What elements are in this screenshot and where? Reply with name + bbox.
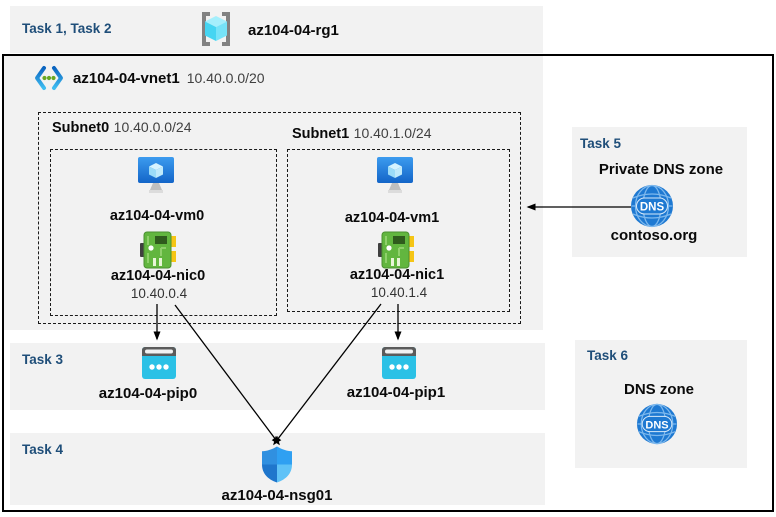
- pip1-label: az104-04-pip1: [346, 384, 446, 401]
- resource-group-strip: Task 1, Task 2 az104-04-rg1: [10, 6, 543, 53]
- vnet-cidr: 10.40.0.0/20: [186, 70, 265, 86]
- task6-box: [575, 340, 747, 468]
- nic0-label: az104-04-nic0: [110, 268, 206, 284]
- resource-group-icon: [196, 9, 236, 49]
- subnet1-name: Subnet1: [292, 126, 350, 142]
- vnet-header: az104-04-vnet1 10.40.0.0/20: [34, 62, 265, 94]
- task3-label: Task 3: [22, 352, 64, 367]
- nic0-ip: 10.40.0.4: [130, 286, 188, 301]
- dns-zone-icon-text: DNS: [645, 419, 668, 431]
- subnet0-cidr: 10.40.0.0/24: [113, 119, 192, 135]
- vnet-region: [4, 56, 543, 330]
- nsg-label: az104-04-nsg01: [221, 487, 333, 504]
- task5-label: Task 5: [580, 136, 622, 151]
- vm0-icon: [136, 157, 176, 199]
- task3-strip: [10, 343, 545, 410]
- private-dns-zone-title: Private DNS zone: [598, 161, 724, 178]
- pip0-label: az104-04-pip0: [98, 385, 198, 402]
- nic1-label: az104-04-nic1: [349, 267, 445, 283]
- dns-zone-icon: DNS: [636, 403, 678, 445]
- subnet1-cidr: 10.40.1.0/24: [353, 125, 432, 141]
- virtual-network-icon: [34, 65, 64, 91]
- private-dns-icon-text: DNS: [640, 202, 665, 214]
- vnet-name: az104-04-vnet1: [73, 69, 180, 87]
- subnet0-box: [50, 149, 277, 316]
- dns-zone-title: DNS zone: [623, 381, 695, 398]
- private-dns-icon: DNS: [630, 184, 674, 228]
- nic1-icon: [378, 231, 414, 269]
- pip1-icon: [382, 347, 416, 379]
- pip0-icon: [142, 347, 176, 379]
- subnet0-name: Subnet0: [52, 120, 110, 136]
- nic1-ip: 10.40.1.4: [370, 285, 428, 300]
- task-1-2-label: Task 1, Task 2: [22, 21, 112, 36]
- nic0-icon: [140, 231, 176, 269]
- nsg-shield-icon: [262, 446, 292, 483]
- resource-group-name: az104-04-rg1: [248, 22, 339, 39]
- environment-box: [2, 54, 774, 512]
- private-dns-zone-name: contoso.org: [610, 227, 698, 244]
- vm1-icon: [375, 157, 415, 199]
- task4-label: Task 4: [22, 442, 64, 457]
- task6-label: Task 6: [587, 348, 629, 363]
- vm0-label: az104-04-vm0: [109, 208, 205, 224]
- vm1-label: az104-04-vm1: [344, 210, 440, 226]
- subnet1-label: Subnet1 10.40.1.0/24: [292, 125, 432, 143]
- subnet0-label: Subnet0 10.40.0.0/24: [52, 119, 192, 137]
